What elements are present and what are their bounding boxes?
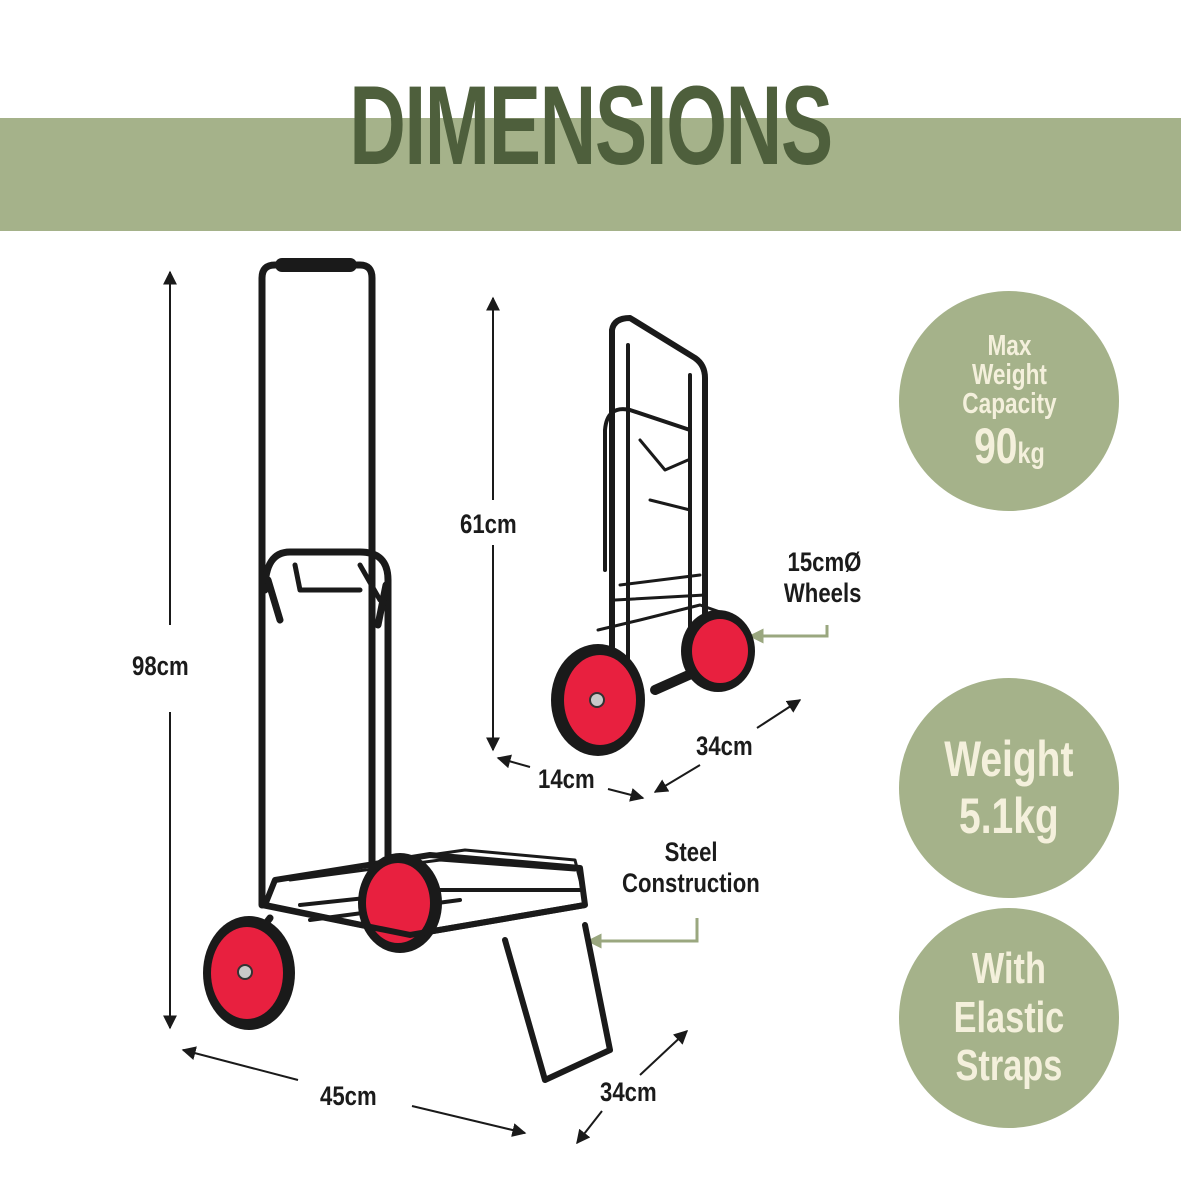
wheels-callout-line1: 15cmØ [787, 547, 862, 577]
steel-callout: Steel Construction [622, 837, 760, 899]
folded-trolley-wheels [551, 610, 755, 756]
wheels-callout: 15cmØ Wheels [781, 547, 862, 609]
wheels-callout-line2: Wheels [783, 578, 862, 609]
weight-badge-line2: 5.1kg [959, 788, 1059, 844]
width-folded-label: 34cm [696, 731, 753, 761]
title-banner [0, 118, 1181, 231]
weight-badge-line1: Weight [944, 730, 1074, 787]
capacity-badge-value: 90kg [962, 421, 1056, 471]
capacity-badge: Max Weight Capacity 90kg [899, 291, 1119, 511]
capacity-badge-line2: Weight [971, 358, 1047, 391]
height-open-label: 98cm [132, 651, 189, 681]
dimension-lines [163, 270, 802, 1145]
folded-trolley [596, 315, 722, 695]
capacity-value: 90 [973, 417, 1018, 474]
straps-badge-line3: Straps [955, 1041, 1063, 1091]
page-title: DIMENSIONS [349, 63, 833, 188]
steel-callout-line1: Steel [664, 837, 718, 867]
width-open-label: 45cm [320, 1081, 377, 1111]
height-folded-label: 61cm [460, 509, 517, 539]
depth-open-label: 34cm [600, 1077, 657, 1107]
straps-badge-line2: Elastic [953, 992, 1065, 1042]
open-trolley [234, 258, 613, 1083]
weight-badge: Weight 5.1kg [899, 678, 1119, 898]
callout-pointers [586, 625, 829, 949]
steel-callout-line2: Construction [622, 868, 760, 899]
depth-folded-label: 14cm [538, 764, 595, 794]
capacity-badge-line3: Capacity [961, 387, 1057, 420]
straps-badge-line1: With [971, 944, 1047, 994]
capacity-badge-line1: Max [986, 329, 1031, 362]
open-trolley-wheels [203, 853, 586, 1030]
capacity-unit: kg [1017, 436, 1045, 470]
straps-badge: With Elastic Straps [899, 908, 1119, 1128]
